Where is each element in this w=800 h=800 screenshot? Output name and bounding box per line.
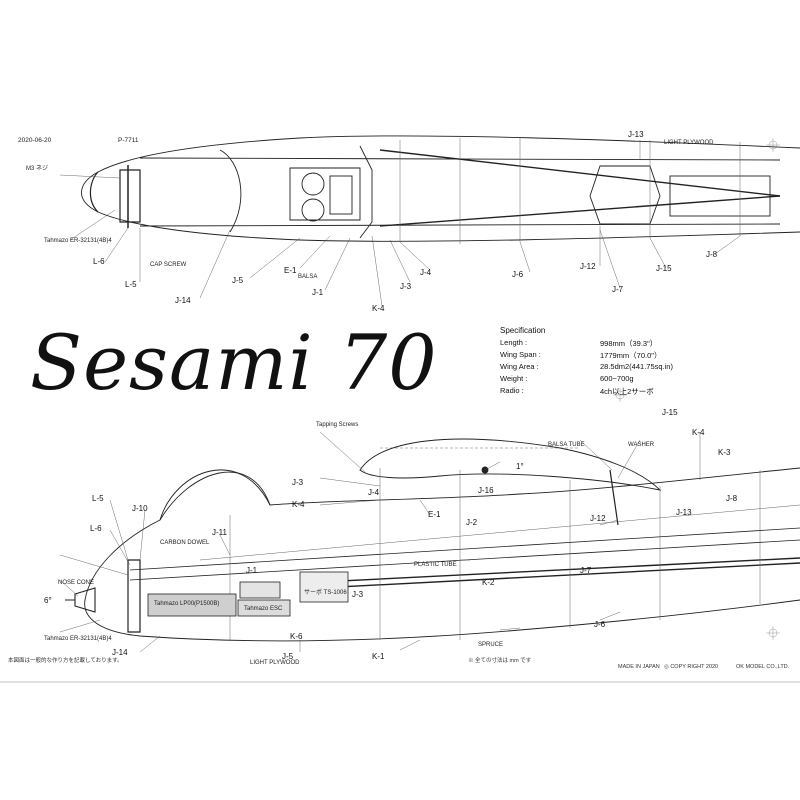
side-note: Tahmazo ER-32131(4B)4 xyxy=(44,636,112,642)
top-part-label: J-14 xyxy=(175,296,191,305)
registration-mark-top xyxy=(613,138,780,640)
spec-row: Weight : 600~700g xyxy=(500,374,780,386)
side-note: LIGHT PLYWOOD xyxy=(250,660,300,666)
receiver-box xyxy=(239,581,281,599)
spec-heading: Specification xyxy=(500,326,546,335)
spec-value: 1779mm（70.0"） xyxy=(600,351,662,360)
side-part-label: J-8 xyxy=(726,494,738,503)
side-part-label: K-4 xyxy=(692,428,705,437)
top-part-label: J-15 xyxy=(656,264,672,273)
thrust-angle-label: 6° xyxy=(44,596,52,605)
top-note: CAP SCREW xyxy=(150,262,187,268)
side-part-label: J-6 xyxy=(594,620,606,629)
side-part-label: K-6 xyxy=(290,632,303,641)
top-part-label: J-12 xyxy=(580,262,596,271)
incidence-angle-label: 1° xyxy=(516,462,524,471)
side-part-label: K-4 xyxy=(292,500,305,509)
side-part-label: J-4 xyxy=(368,488,380,497)
side-note: SPRUCE xyxy=(478,642,504,648)
plan-title: Sesami 70 xyxy=(30,318,438,407)
top-note: M3 ネジ xyxy=(26,166,49,172)
top-part-label: J-4 xyxy=(420,268,432,277)
side-note: CARBON DOWEL xyxy=(160,540,210,546)
top-part-label: E-1 xyxy=(284,266,297,275)
spec-row: Wing Area : 28.5dm2(441.75sq.in) xyxy=(500,362,780,374)
top-part-label: L-6 xyxy=(93,257,105,266)
spec-key: Wing Area : xyxy=(500,362,539,371)
servo-box xyxy=(299,571,349,603)
side-part-label: E-1 xyxy=(428,510,441,519)
top-part-label: J-3 xyxy=(400,282,412,291)
spec-row: Wing Span : 1779mm（70.0"） xyxy=(500,350,780,362)
side-note: BALSA TUBE xyxy=(548,442,585,448)
spec-value: 600~700g xyxy=(600,374,634,383)
side-note: WASHER xyxy=(628,442,655,448)
side-note: Tapping Screws xyxy=(316,422,359,428)
top-part-label: J-7 xyxy=(612,285,624,294)
side-part-label: K-2 xyxy=(482,578,495,587)
side-part-label: J-16 xyxy=(478,486,494,495)
footer-company: OK MODEL CO.,LTD. xyxy=(736,664,790,670)
side-view-leaders xyxy=(59,431,701,653)
side-note: PLASTIC TUBE xyxy=(414,562,457,568)
battery-box xyxy=(147,593,237,617)
footer-made-in: MADE IN JAPAN xyxy=(618,664,660,670)
spec-row: Length : 998mm（39.3"） xyxy=(500,338,780,350)
top-part-label: L-5 xyxy=(125,280,137,289)
footer-left-note: 本図面は一般的な作り方を記載しております。 xyxy=(8,658,123,664)
side-part-label: J-7 xyxy=(580,566,592,575)
side-part-label: J-10 xyxy=(132,504,148,513)
top-note: Tahmazo ER-32131(4B)4 xyxy=(44,238,112,244)
side-part-label: J-3 xyxy=(292,478,304,487)
top-part-label: J-1 xyxy=(312,288,324,297)
spec-key: Wing Span : xyxy=(500,350,541,359)
side-part-label: L-6 xyxy=(90,524,102,533)
spec-key: Radio : xyxy=(500,386,524,395)
side-note: Tahmazo ESC xyxy=(244,606,283,612)
side-part-label: J-3 xyxy=(352,590,364,599)
side-part-label: J-2 xyxy=(466,518,478,527)
side-part-label: L-5 xyxy=(92,494,104,503)
top-part-label: J-8 xyxy=(706,250,718,259)
side-part-label: J-14 xyxy=(112,648,128,657)
side-note: NOSE CONE xyxy=(58,580,95,586)
side-part-label: J-15 xyxy=(662,408,678,417)
side-part-label: K-1 xyxy=(372,652,385,661)
side-part-label: J-11 xyxy=(212,528,227,537)
side-part-label: J-13 xyxy=(676,508,692,517)
spec-key: Weight : xyxy=(500,374,528,383)
footer-copyright: ◎ COPY RIGHT 2020 xyxy=(664,664,719,670)
spec-row: Radio : 4ch以上2サーボ xyxy=(500,386,780,398)
side-note: サーボ TS-1006 xyxy=(304,590,347,596)
top-part-label: J-6 xyxy=(512,270,524,279)
side-part-label: J-5 xyxy=(282,652,294,661)
top-note: LIGHT PLYWOOD xyxy=(664,140,714,146)
side-note: Tahmazo LP00(P1500B) xyxy=(154,601,220,607)
drawing-code: P-7711 xyxy=(118,137,139,144)
top-part-label: J-13 xyxy=(628,130,644,139)
top-part-label: K-4 xyxy=(372,304,385,313)
spec-value: 998mm（39.3"） xyxy=(600,339,658,348)
spec-value: 4ch以上2サーボ xyxy=(600,387,654,396)
side-part-label: J-1 xyxy=(246,566,258,575)
spec-key: Length : xyxy=(500,338,528,347)
spec-value: 28.5dm2(441.75sq.in) xyxy=(600,362,673,371)
top-part-label: J-5 xyxy=(232,276,244,285)
side-part-label: J-12 xyxy=(590,514,606,523)
side-part-label: K-3 xyxy=(718,448,731,457)
top-note: BALSA xyxy=(298,274,318,280)
esc-box xyxy=(237,599,291,617)
top-view-leaders xyxy=(59,140,741,307)
drawing-date: 2020-06-20 xyxy=(18,137,52,144)
side-view-fuselage xyxy=(65,438,800,642)
top-view-fuselage xyxy=(81,135,800,244)
footer-center-note: ※ 全ての寸法は mm です xyxy=(468,658,532,664)
